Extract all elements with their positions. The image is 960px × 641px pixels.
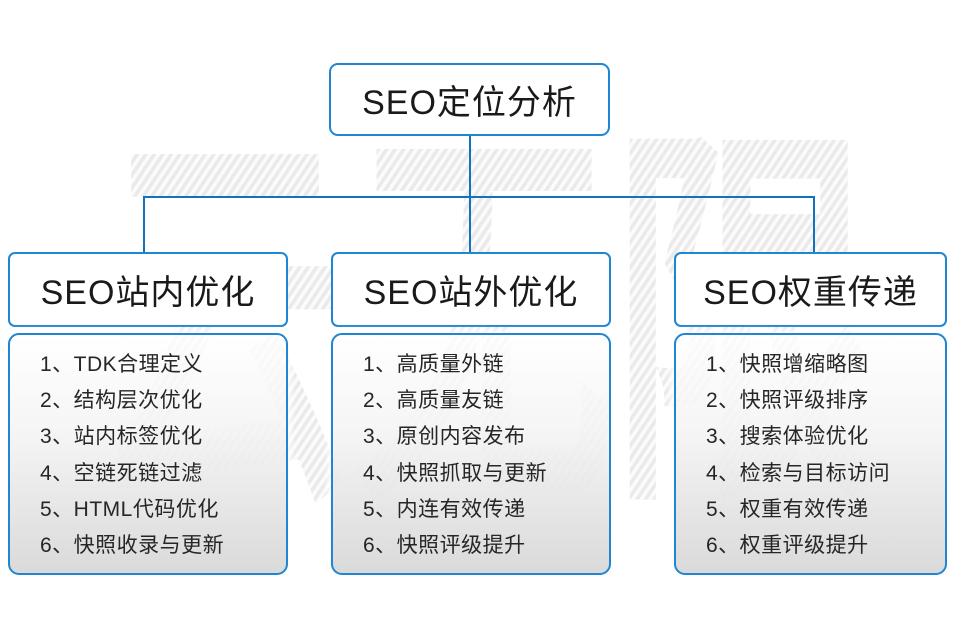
list-item: 5、HTML代码优化 xyxy=(40,497,219,521)
list-item: 6、快照评级提升 xyxy=(363,533,526,557)
connector-horizontal-bus xyxy=(143,196,815,198)
list-item: 4、快照抓取与更新 xyxy=(363,461,548,485)
branch-header-offsite: SEO站外优化 xyxy=(331,252,611,327)
list-item: 3、原创内容发布 xyxy=(363,425,526,449)
branch-header-weight: SEO权重传递 xyxy=(674,252,947,327)
branch-header-onsite: SEO站内优化 xyxy=(8,252,288,327)
connector-middle-drop xyxy=(469,196,471,252)
connector-right-drop xyxy=(813,196,815,252)
list-item: 2、快照评级排序 xyxy=(706,389,869,413)
list-item: 1、快照增缩略图 xyxy=(706,353,869,376)
branch-header-title: SEO权重传递 xyxy=(703,274,918,312)
root-node: SEO定位分析 xyxy=(329,63,610,136)
list-item: 6、快照收录与更新 xyxy=(40,533,225,557)
list-item: 2、高质量友链 xyxy=(363,389,505,413)
list-item: 4、空链死链过滤 xyxy=(40,461,203,485)
list-item: 1、TDK合理定义 xyxy=(40,353,204,376)
branch-header-title: SEO站内优化 xyxy=(40,274,256,312)
connector-root-stem xyxy=(469,135,471,196)
list-item: 3、站内标签优化 xyxy=(40,425,203,449)
branch-header-title: SEO站外优化 xyxy=(363,274,579,312)
connector-left-drop xyxy=(143,196,145,252)
list-item: 5、内连有效传递 xyxy=(363,497,526,521)
branch-list-weight: 1、快照增缩略图 2、快照评级排序 3、搜索体验优化 4、检索与目标访问 5、权… xyxy=(674,333,947,575)
list-item: 6、权重评级提升 xyxy=(706,533,869,557)
branch-list-offsite: 1、高质量外链 2、高质量友链 3、原创内容发布 4、快照抓取与更新 5、内连有… xyxy=(331,333,611,575)
branch-list-onsite: 1、TDK合理定义 2、结构层次优化 3、站内标签优化 4、空链死链过滤 5、H… xyxy=(8,333,288,575)
list-item: 1、高质量外链 xyxy=(363,353,505,376)
list-item: 2、结构层次优化 xyxy=(40,389,203,413)
root-node-title: SEO定位分析 xyxy=(362,84,577,122)
list-item: 3、搜索体验优化 xyxy=(706,425,869,449)
list-item: 5、权重有效传递 xyxy=(706,497,869,521)
list-item: 4、检索与目标访问 xyxy=(706,461,891,485)
